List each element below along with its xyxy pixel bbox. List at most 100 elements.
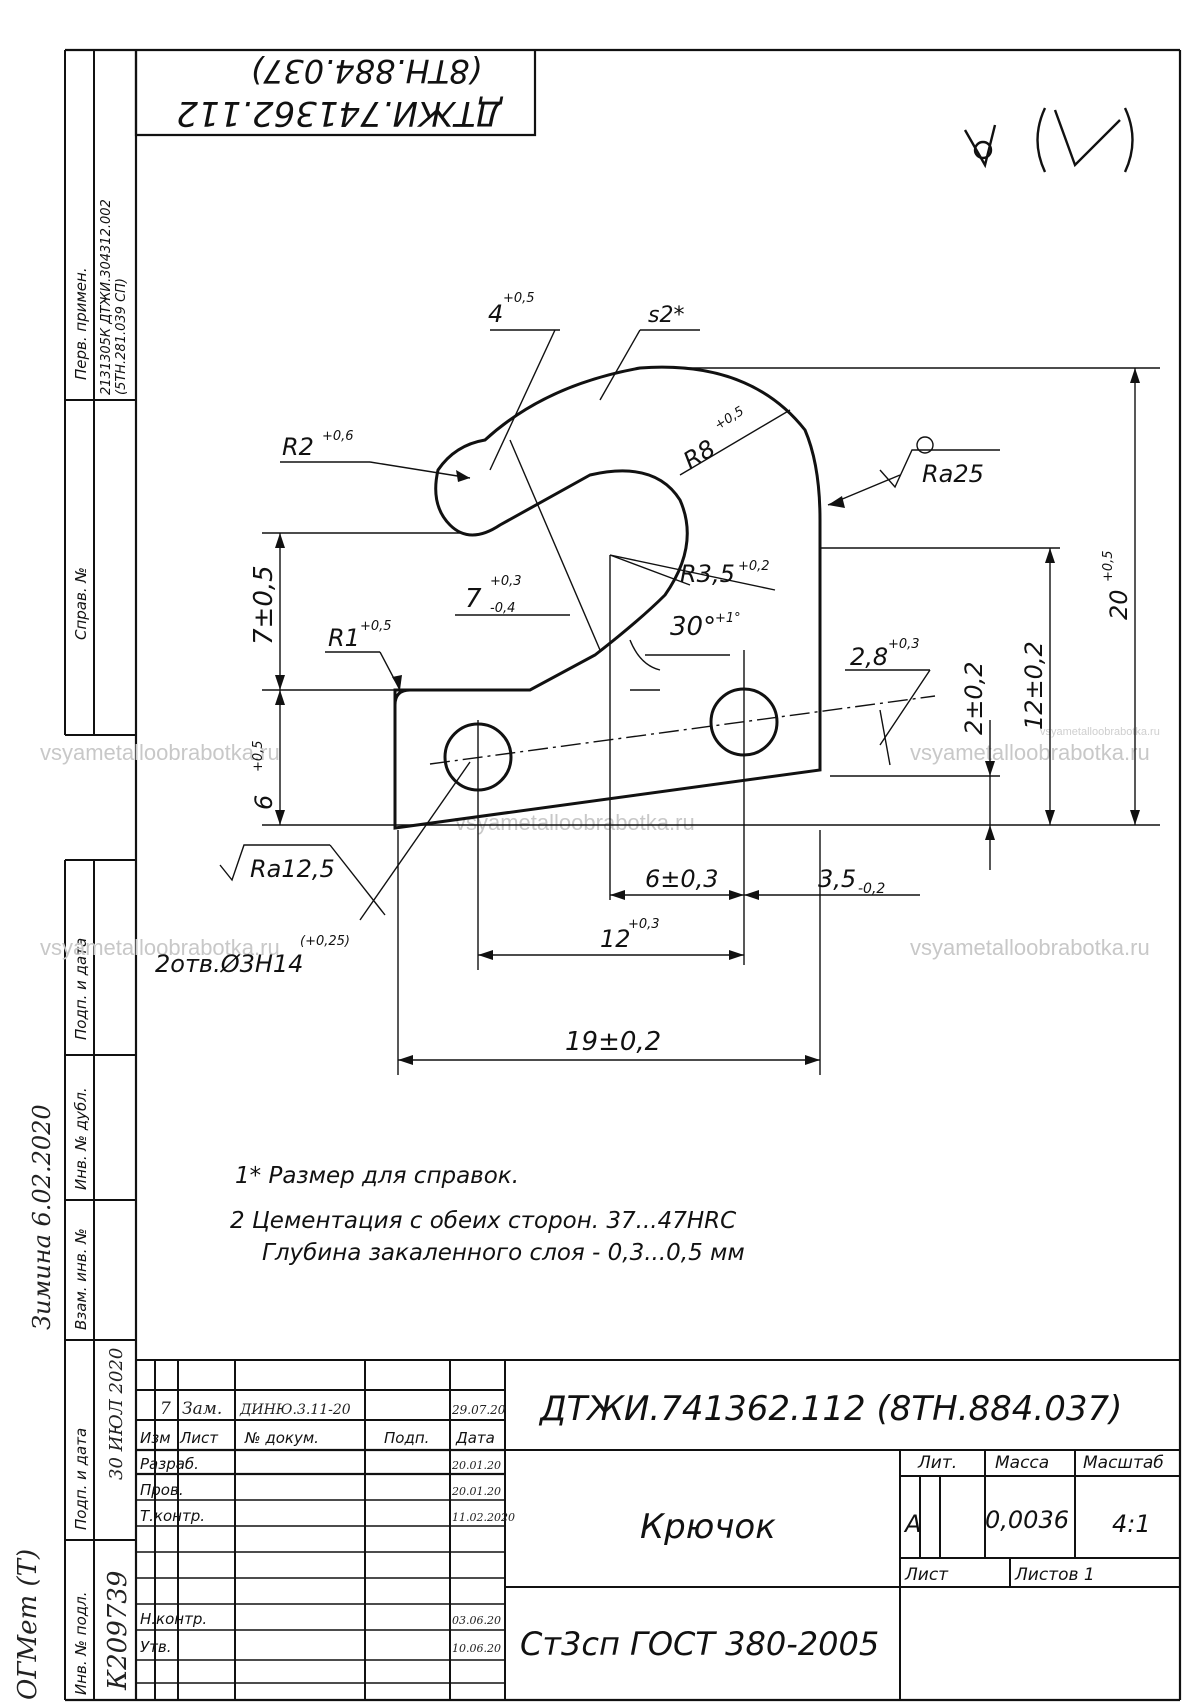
dim-r1: R1 xyxy=(328,624,360,652)
dim-r1-tol: +0,5 xyxy=(360,619,392,634)
sprav-label: Справ. № xyxy=(72,567,90,640)
date-utv: 10.06.20 xyxy=(452,1642,501,1655)
left-margin-labels: Перв. примен. 2131305К ДТЖИ.304312.002 (… xyxy=(13,199,133,1700)
watermark-small: vsyametalloobrabotka.ru xyxy=(1040,726,1160,738)
change-izm: 7 xyxy=(160,1399,171,1419)
mass-value: 0,0036 xyxy=(985,1506,1069,1534)
watermark-4: vsyametalloobrabotka.ru xyxy=(40,935,280,960)
part-title: Крючок xyxy=(640,1507,776,1547)
dimension-lines xyxy=(219,329,1160,1075)
watermark-5: vsyametalloobrabotka.ru xyxy=(910,935,1150,960)
col-podp: Подп. xyxy=(384,1429,429,1447)
title-block-grid xyxy=(136,1359,1180,1700)
archive-stamp-date: 30 ИЮЛ 2020 xyxy=(106,1348,127,1480)
watermark-1: vsyametalloobrabotka.ru xyxy=(40,740,280,765)
dim-ra125: Ra12,5 xyxy=(250,855,335,883)
scale-value: 4:1 xyxy=(1112,1510,1151,1538)
perv-primen-value-1: 2131305К ДТЖИ.304312.002 xyxy=(99,199,114,395)
dimension-texts: 4 +0,5 s2* R2 +0,6 R8 +0,5 Ra25 R3,5 +0,… xyxy=(155,291,1133,1057)
vzam-inv-label: Взам. инв. № xyxy=(72,1228,90,1330)
inv-podl-label: Инв. № подл. xyxy=(72,1592,90,1695)
dim-r35-tol: +0,2 xyxy=(738,559,770,574)
rotated-code: ДТЖИ.741362.112 xyxy=(176,93,504,133)
watermarks: vsyametalloobrabotka.ru vsyametalloobrab… xyxy=(40,726,1160,960)
dim-35: 3,5 xyxy=(818,865,856,893)
dim-35-tol: -0,2 xyxy=(858,881,885,897)
dim-20-tol: +0,5 xyxy=(1101,550,1116,582)
mass-label: Масса xyxy=(995,1453,1049,1473)
dim-12h-tol: +0,3 xyxy=(628,917,660,932)
role-utv: Утв. xyxy=(140,1638,172,1656)
dim-30: 30° xyxy=(670,612,716,642)
sheet-label: Лист xyxy=(904,1565,949,1585)
dim-r35: R3,5 xyxy=(680,560,735,588)
role-razrab: Разраб. xyxy=(140,1455,199,1473)
dim-12h: 12 xyxy=(600,925,631,953)
change-doc: ДИНЮ.3.11-20 xyxy=(239,1402,351,1418)
change-list: Зам. xyxy=(182,1399,222,1419)
dimension-arrows xyxy=(275,368,1140,1065)
sheets-label: Листов 1 xyxy=(1014,1565,1095,1585)
dim-r8: R8 xyxy=(678,434,720,475)
handwritten-signature-2: ОГМет (Т) xyxy=(13,1549,43,1700)
dim-6-tol: +0,5 xyxy=(251,740,266,772)
surface-roughness-mark xyxy=(963,107,1134,173)
date-prov: 20.01.20 xyxy=(451,1485,501,1498)
dim-ra25: Ra25 xyxy=(922,460,984,488)
rotated-code-sub: (8ТН.884.037) xyxy=(251,52,482,90)
dim-r2-tol: +0,6 xyxy=(322,429,354,444)
sheet-frame xyxy=(65,48,1182,1702)
lit-label: Лит. xyxy=(917,1453,957,1473)
role-tkontr: Т.контр. xyxy=(140,1507,205,1525)
change-date: 29.07.20 xyxy=(451,1403,506,1417)
role-prov: Пров. xyxy=(140,1481,184,1499)
note-3: Глубина закаленного слоя - 0,3...0,5 мм xyxy=(262,1240,745,1266)
date-nkontr: 03.06.20 xyxy=(452,1614,501,1627)
dim-4: 4 xyxy=(488,300,503,328)
dim-19: 19±0,2 xyxy=(565,1027,661,1057)
col-izm: Изм xyxy=(140,1429,171,1447)
dim-holes: 2отв.Ø3Н14 xyxy=(155,950,303,978)
material: Ст3сп ГОСТ 380-2005 xyxy=(520,1625,879,1663)
inv-dubl-label: Инв. № дубл. xyxy=(72,1087,90,1190)
col-list: Лист xyxy=(179,1429,219,1447)
part-outline xyxy=(393,365,822,830)
handwritten-signature-1: Зимина 6.02.2020 xyxy=(28,1104,56,1330)
perv-primen-value-2: (5ТН.281.039 СП) xyxy=(114,278,129,395)
note-1: 1* Размер для справок. xyxy=(235,1163,519,1189)
dim-28-tol: +0,3 xyxy=(888,637,920,652)
dim-holes-tol: (+0,25) xyxy=(300,934,350,949)
title-block-texts: ДТЖИ.741362.112 (8ТН.884.037) Крючок Ст3… xyxy=(140,1389,1164,1663)
dim-6h: 6±0,3 xyxy=(645,865,719,893)
dim-12v: 12±0,2 xyxy=(1020,641,1048,730)
dim-7-tol-up: +0,3 xyxy=(490,574,522,589)
inv-podl-value: К209739 xyxy=(103,1571,133,1691)
col-data: Дата xyxy=(455,1429,495,1447)
dim-20: 20 xyxy=(1105,589,1133,620)
dim-r8-tol: +0,5 xyxy=(712,404,747,433)
lit-value: А xyxy=(903,1510,921,1538)
date-razrab: 20.01.20 xyxy=(451,1459,501,1472)
scale-label: Масштаб xyxy=(1083,1453,1164,1473)
note-2: 2 Цементация с обеих сторон. 37...47HRC xyxy=(230,1208,736,1234)
left-margin-boxes xyxy=(64,50,136,1700)
dim-4-tol: +0,5 xyxy=(503,291,535,306)
dim-28: 2,8 xyxy=(850,643,888,671)
date-tkontr: 11.02.2020 xyxy=(452,1511,515,1524)
dim-s2: s2* xyxy=(648,303,684,328)
dim-6: 6 xyxy=(250,795,278,810)
designation: ДТЖИ.741362.112 (8ТН.884.037) xyxy=(538,1389,1122,1429)
technical-notes: 1* Размер для справок. 2 Цементация с об… xyxy=(230,1163,745,1266)
perv-primen-label: Перв. примен. xyxy=(72,267,90,380)
col-doc: № докум. xyxy=(244,1429,319,1447)
dim-30-tol: +1° xyxy=(715,611,741,626)
dim-r2: R2 xyxy=(282,433,314,461)
dim-7v: 7±0,5 xyxy=(249,565,279,645)
role-nkontr: Н.контр. xyxy=(140,1610,207,1628)
watermark-3: vsyametalloobrabotka.ru xyxy=(910,740,1150,765)
dim-7: 7 xyxy=(465,584,482,614)
podp-data-1-label: Подп. и дата xyxy=(72,938,90,1040)
podp-data-2-label: Подп. и дата xyxy=(72,1428,90,1530)
top-left-code-box: ДТЖИ.741362.112 (8ТН.884.037) xyxy=(134,50,537,137)
